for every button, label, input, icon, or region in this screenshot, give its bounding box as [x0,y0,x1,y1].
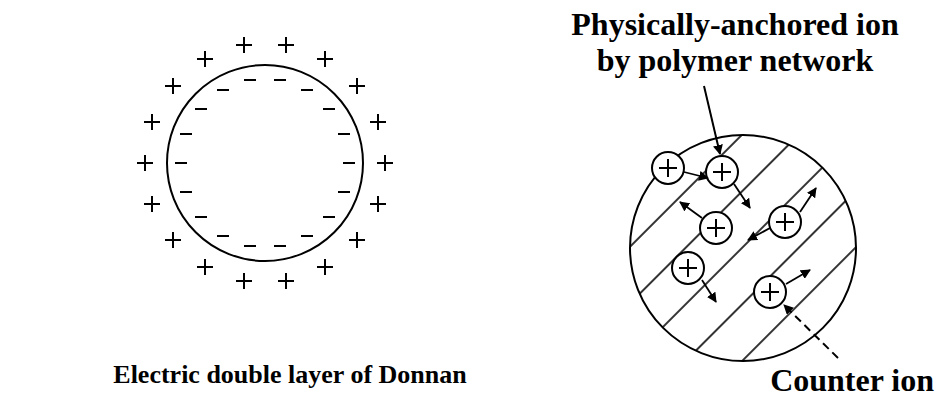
leader-line [704,86,720,154]
donnan-circle [167,65,363,261]
positive-charges [137,37,393,289]
anchored-ions [652,152,801,308]
counter-ion-label: Counter ion [770,362,934,398]
dashed-leader-line [784,305,838,358]
polymer-hatching [620,125,870,375]
anchored-ion-label: Physically-anchored ion by polymer netwo… [555,6,915,78]
negative-charges [175,80,355,246]
donnan-label: Electric double layer of Donnan [60,358,520,392]
polymer-circle [630,135,856,361]
counter-ion-arrows [680,172,816,302]
